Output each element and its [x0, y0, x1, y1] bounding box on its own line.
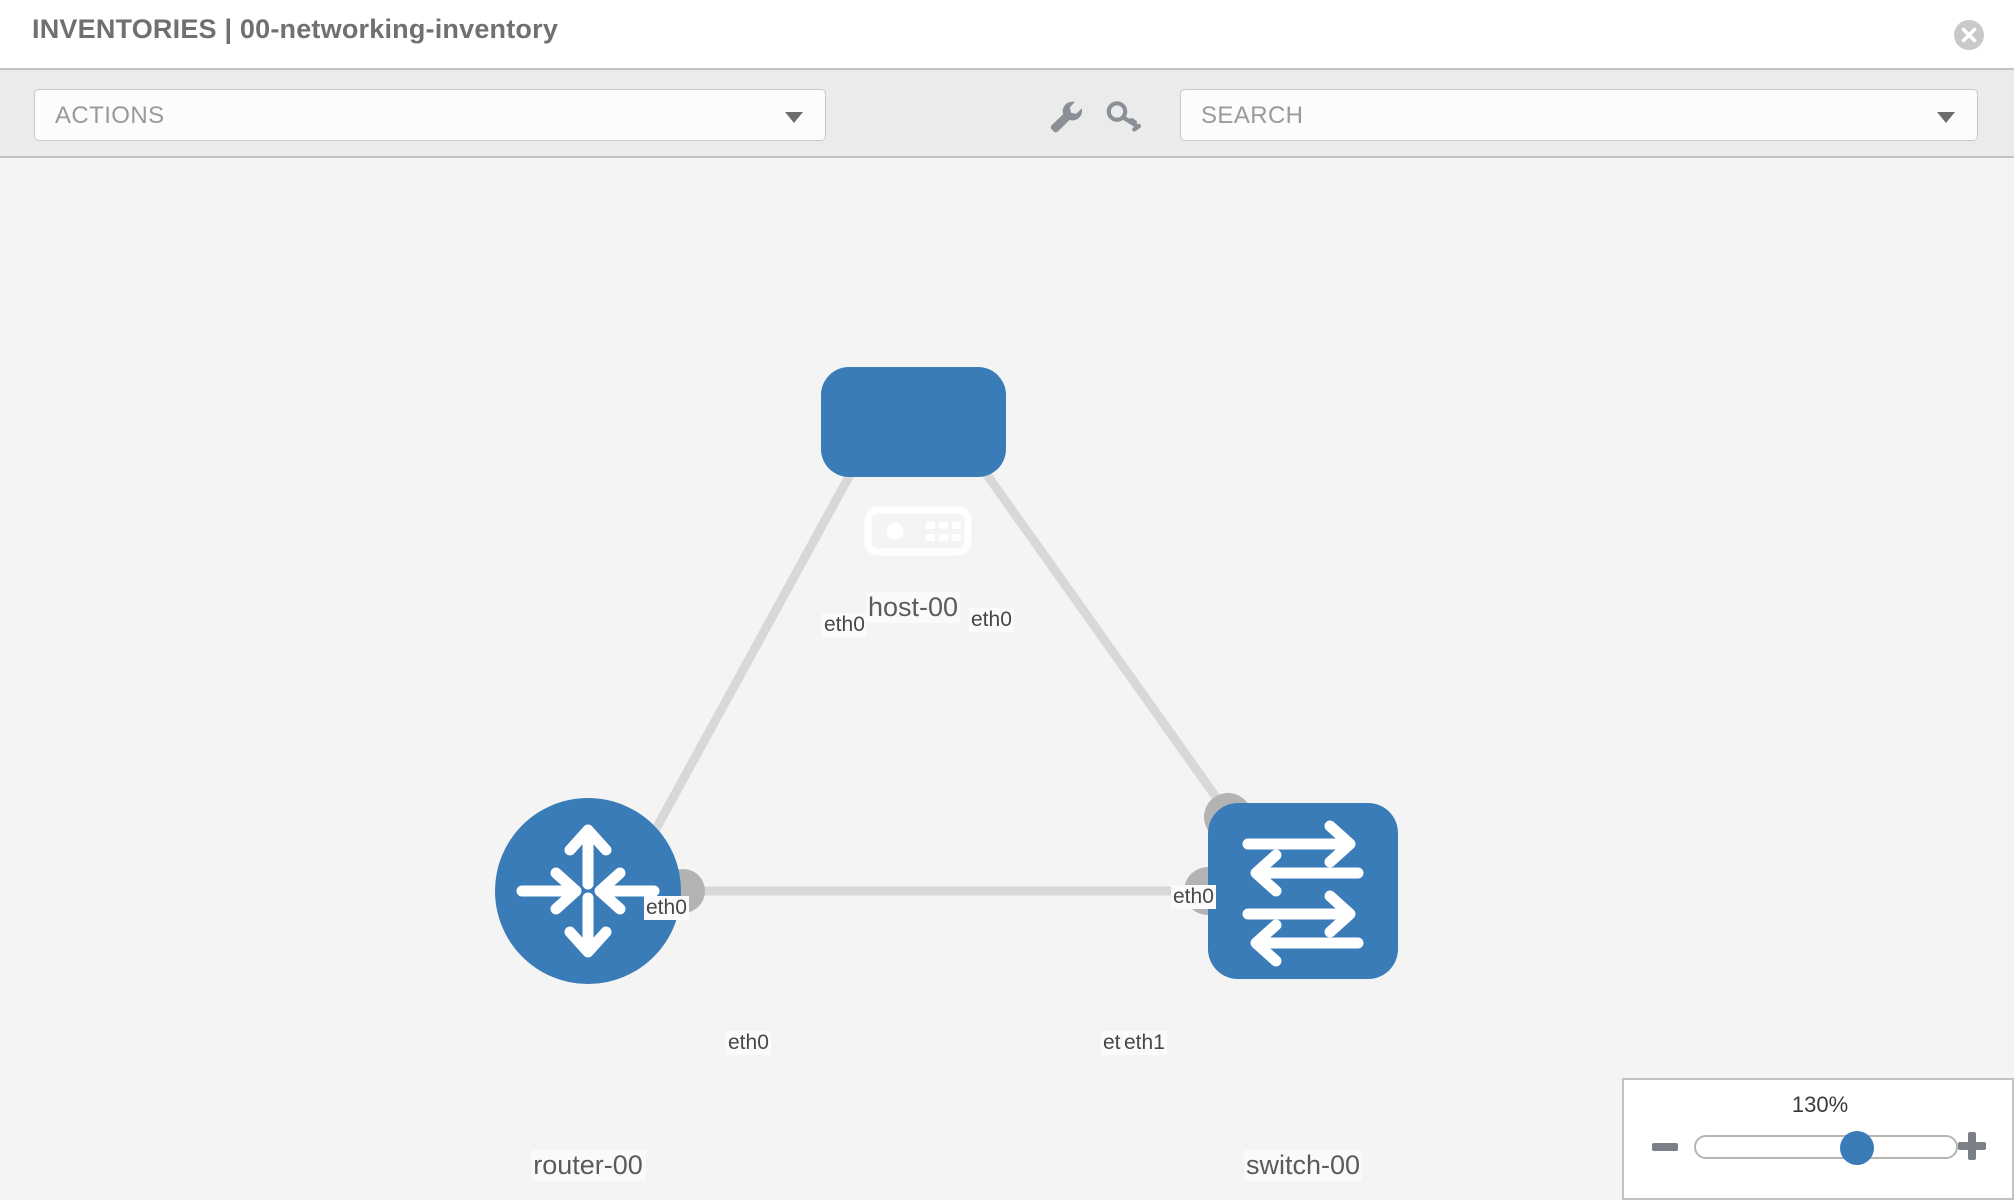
- node-label-router-00: router-00: [531, 1150, 645, 1181]
- node-router-00: [495, 798, 681, 984]
- router-arrows-icon: [516, 824, 660, 958]
- wrench-icon: [1050, 101, 1083, 133]
- edge-host-router: [636, 417, 884, 861]
- zoom-control-panel: 130%: [1622, 1078, 2014, 1200]
- node-host-00: [821, 367, 1006, 556]
- zoom-level-label: 130%: [1791, 1092, 1849, 1117]
- topology-canvas[interactable]: eth0 eth0 eth0 eth0 eth0 eth eth1 host-0…: [0, 158, 2014, 1200]
- plus-icon: [1958, 1132, 1986, 1160]
- minus-icon: [1652, 1143, 1678, 1151]
- search-input[interactable]: SEARCH: [1180, 89, 1978, 141]
- server-icon: [864, 506, 972, 556]
- edge-host-switch: [944, 417, 1242, 831]
- node-switch-00: [1208, 803, 1398, 979]
- edge-label-host-switch-to: eth0: [1171, 885, 1216, 909]
- node-switch-00-shape: [1208, 803, 1398, 979]
- edge-label-host-router-from: eth0: [822, 613, 867, 637]
- topology-graph: [495, 367, 1398, 984]
- zoom-out-button[interactable]: [1650, 1136, 1680, 1158]
- search-placeholder: SEARCH: [1201, 102, 1304, 129]
- page-title: INVENTORIES | 00-networking-inventory: [32, 14, 559, 44]
- close-icon: [1961, 27, 1977, 43]
- key-button[interactable]: [1104, 98, 1144, 134]
- edge-label-host-router-to: eth0: [644, 896, 689, 920]
- node-label-switch-00: switch-00: [1243, 1150, 1363, 1181]
- zoom-slider-track[interactable]: [1694, 1131, 1958, 1165]
- chevron-down-icon: [785, 112, 803, 123]
- page-header: INVENTORIES | 00-networking-inventory: [0, 0, 2014, 68]
- chevron-down-icon: [1937, 112, 1955, 123]
- node-label-host-00: host-00: [865, 592, 961, 623]
- node-router-00-shape: [495, 798, 681, 984]
- edge-label-router-switch-to: eth1: [1122, 1031, 1167, 1055]
- edge-label-host-switch-from: eth0: [969, 608, 1014, 632]
- key-icon: [1106, 101, 1142, 132]
- actions-dropdown[interactable]: ACTIONS: [34, 89, 826, 141]
- close-button[interactable]: [1954, 20, 1984, 50]
- node-host-00-shape: [821, 367, 1006, 477]
- edges-layer: [636, 417, 1242, 896]
- toolbar: ACTIONS SEARCH: [0, 68, 2014, 158]
- wrench-button[interactable]: [1046, 98, 1086, 134]
- actions-dropdown-label: ACTIONS: [55, 102, 165, 129]
- edge-label-router-switch-from: eth0: [726, 1031, 771, 1055]
- zoom-in-button[interactable]: [1956, 1130, 1988, 1162]
- switch-arrows-icon: [1242, 820, 1364, 967]
- zoom-slider-thumb[interactable]: [1840, 1131, 1875, 1165]
